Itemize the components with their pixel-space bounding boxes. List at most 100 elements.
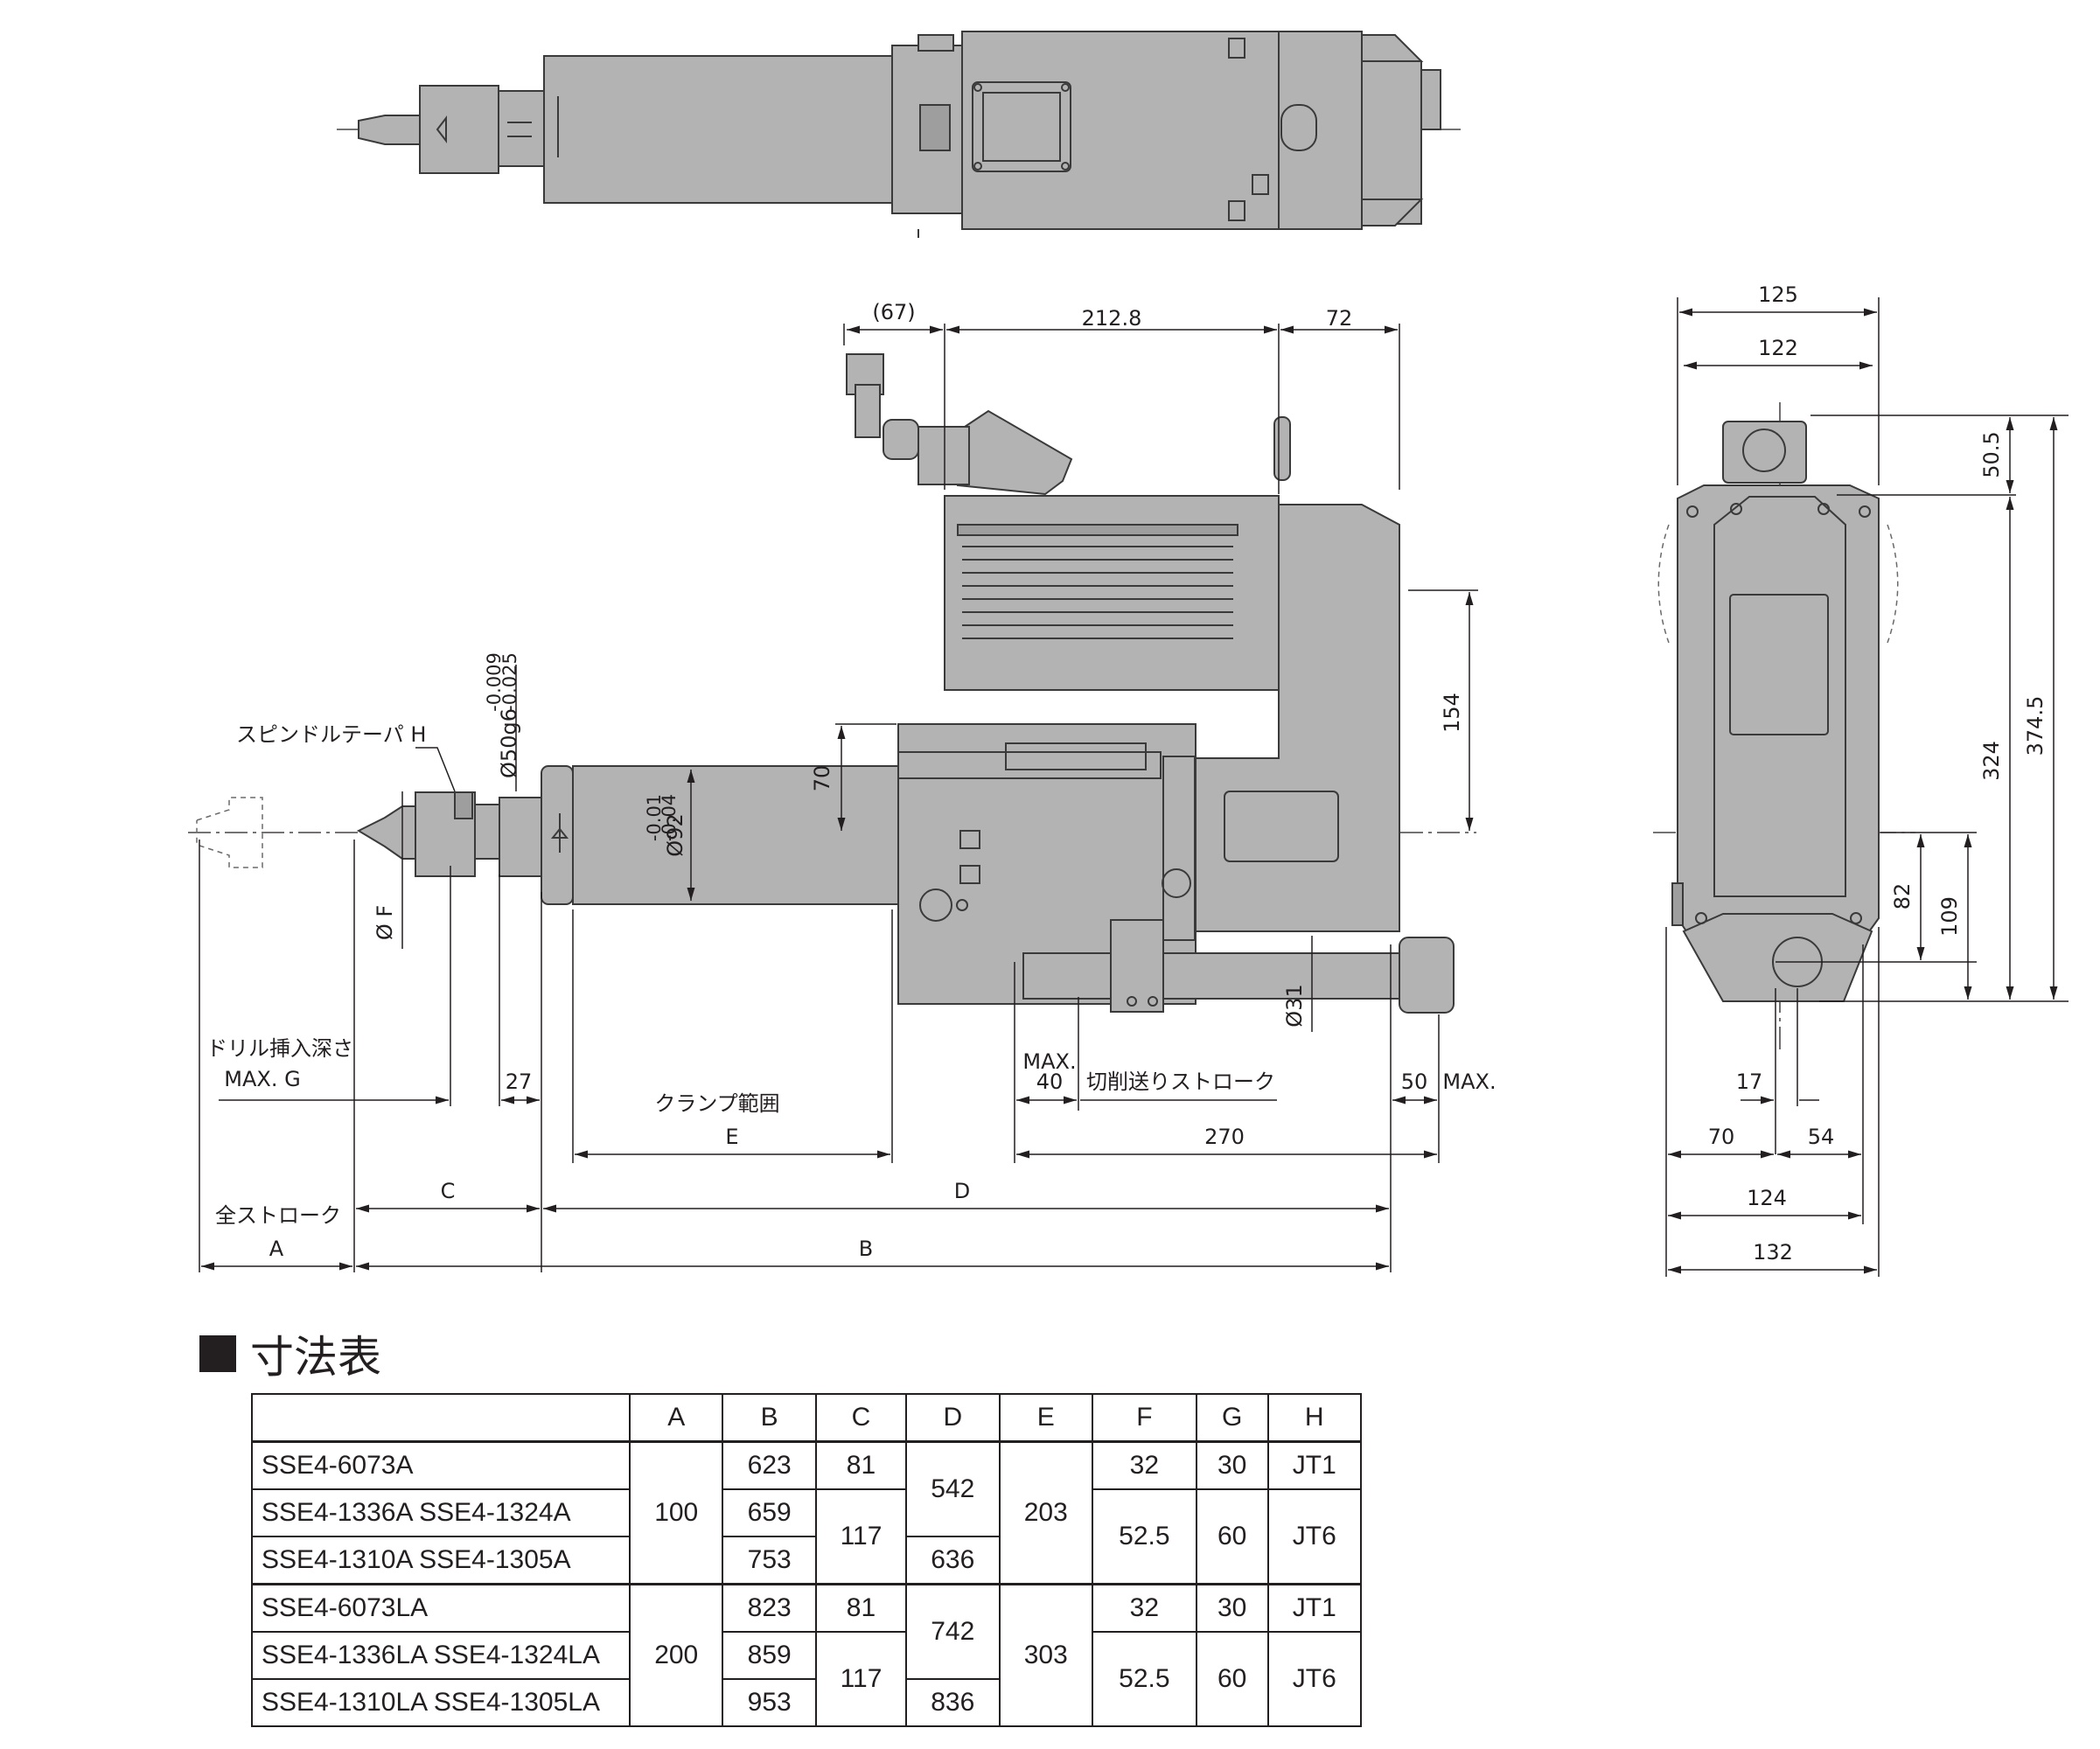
header-a: A (628, 1393, 724, 1443)
dim-e: E (725, 1125, 738, 1149)
dim-27: 27 (506, 1070, 533, 1094)
model-cell: SSE4-1310A SSE4-1305A (251, 1536, 631, 1585)
dim-17: 17 (1736, 1070, 1763, 1094)
model-cell: SSE4-1336A SSE4-1324A (251, 1488, 631, 1537)
cell-b: 859 (722, 1631, 817, 1680)
dim-shank-50: Ø50g6 (497, 708, 521, 778)
dim-70: 70 (810, 765, 834, 792)
dim-shank-tol-upper: -0.009 (484, 652, 505, 712)
dim-374-5: 374.5 (2023, 696, 2048, 756)
feed-stroke-label: 切削送りストローク (1086, 1070, 1275, 1094)
dim-b: B (859, 1237, 873, 1261)
cell-d: 742 (905, 1583, 1001, 1680)
dim-54: 54 (1808, 1125, 1835, 1149)
dim-132: 132 (1753, 1240, 1793, 1265)
dim-dia-92-tol-lower: -0.04 (659, 794, 680, 841)
model-cell: SSE4-6073A (251, 1440, 631, 1490)
cell-b: 623 (722, 1440, 817, 1490)
header-h: H (1266, 1393, 1363, 1443)
dim-dia-f: Ø F (373, 905, 397, 940)
cell-h: JT6 (1266, 1631, 1363, 1727)
square-bullet-icon (199, 1335, 236, 1372)
cell-c: 117 (814, 1488, 908, 1585)
cell-h: JT1 (1266, 1440, 1363, 1490)
technical-drawing: (67) 212.8 72 154 70 Ø92 -0.01 -0.04 Ø50… (188, 31, 2069, 1277)
motor-fins (962, 546, 1233, 639)
model-cell: SSE4-1310LA SSE4-1305LA (251, 1678, 631, 1727)
cell-b: 659 (722, 1488, 817, 1537)
header-model (251, 1393, 631, 1443)
cell-b: 823 (722, 1583, 817, 1633)
cell-g: 30 (1195, 1440, 1269, 1490)
cell-e: 203 (998, 1440, 1093, 1585)
dim-c: C (441, 1179, 456, 1203)
dimension-table: A B C D E F G H SSE4-6073A 100 623 81 54… (251, 1393, 1363, 1727)
table-row: SSE4-6073A 100 623 81 542 203 32 30 JT1 (251, 1440, 1363, 1585)
section-title: 寸法表 (199, 1322, 381, 1385)
table-row: SSE4-6073LA 200 823 81 742 303 32 30 JT1 (251, 1583, 1363, 1727)
dim-d: D (954, 1179, 970, 1203)
dim-dia-92-tol-upper: -0.01 (644, 794, 665, 841)
spindle-taper-label: スピンドルテーパ H (236, 722, 426, 747)
dim-a: A (269, 1237, 284, 1261)
dim-shank-tol-lower: -0.025 (499, 652, 520, 712)
header-b: B (722, 1393, 817, 1443)
side-view (188, 353, 1476, 1014)
dim-122: 122 (1758, 336, 1798, 360)
cell-a: 200 (628, 1583, 724, 1727)
header-c: C (814, 1393, 908, 1443)
cell-g: 60 (1195, 1488, 1269, 1585)
full-stroke-label: 全ストローク (215, 1203, 341, 1228)
header-e: E (998, 1393, 1093, 1443)
dim-70: 70 (1708, 1125, 1735, 1149)
max-right-label: MAX. (1442, 1070, 1496, 1094)
model-cell: SSE4-1336LA SSE4-1324LA (251, 1631, 631, 1680)
dim-50-5: 50.5 (1979, 431, 2004, 477)
dim-50: 50 (1401, 1070, 1428, 1094)
cell-b: 953 (722, 1678, 817, 1727)
dim-dia-31: Ø31 (1282, 984, 1307, 1027)
cell-d: 542 (905, 1440, 1001, 1537)
max-label: MAX. (1022, 1049, 1076, 1074)
section-title-text: 寸法表 (250, 1332, 381, 1383)
dim-72: 72 (1326, 306, 1353, 331)
drill-depth-max: MAX. G (224, 1067, 300, 1091)
cell-f: 32 (1091, 1583, 1197, 1633)
drill-depth-label: ドリル挿入深さ (206, 1036, 353, 1061)
dim-270: 270 (1204, 1125, 1245, 1149)
cell-g: 30 (1195, 1583, 1269, 1633)
dim-109: 109 (1937, 896, 1962, 937)
cell-f: 32 (1091, 1440, 1197, 1490)
end-view-dimensions: 125 122 50.5 374.5 324 82 109 17 70 54 1… (1665, 282, 2069, 1277)
model-cell: SSE4-6073LA (251, 1583, 631, 1633)
cell-f: 52.5 (1091, 1488, 1197, 1585)
header-g: G (1195, 1393, 1269, 1443)
dim-dia-92: Ø92 (663, 813, 687, 856)
dim-154: 154 (1440, 693, 1464, 733)
side-view-dimensions: (67) 212.8 72 154 70 Ø92 -0.01 -0.04 Ø50… (199, 300, 1497, 1272)
end-view (1653, 402, 1915, 1049)
cell-e: 303 (998, 1583, 1093, 1727)
dim-67: (67) (872, 300, 915, 324)
cell-f: 52.5 (1091, 1631, 1197, 1727)
cell-d: 636 (905, 1536, 1001, 1585)
dim-124: 124 (1747, 1186, 1787, 1210)
dim-212-8: 212.8 (1082, 306, 1142, 331)
dim-324: 324 (1979, 741, 2004, 781)
dim-82: 82 (1890, 883, 1915, 910)
dim-40: 40 (1036, 1070, 1064, 1094)
header-d: D (905, 1393, 1001, 1443)
table-row: SSE4-1336A SSE4-1324A 659 117 52.5 60 JT… (251, 1488, 1363, 1585)
cell-a: 100 (628, 1440, 724, 1585)
table-row: SSE4-1310LA SSE4-1305LA 953 836 (251, 1678, 1361, 1727)
table-header-row: A B C D E F G H (251, 1393, 1363, 1443)
cell-h: JT6 (1266, 1488, 1363, 1585)
top-view (337, 31, 1461, 238)
cell-g: 60 (1195, 1631, 1269, 1727)
cell-h: JT1 (1266, 1583, 1363, 1633)
cell-d: 836 (905, 1678, 1001, 1727)
table-row: SSE4-1310A SSE4-1305A 753 636 (251, 1536, 1361, 1585)
cell-b: 753 (722, 1536, 817, 1585)
header-f: F (1091, 1393, 1197, 1443)
dim-125: 125 (1758, 282, 1798, 307)
